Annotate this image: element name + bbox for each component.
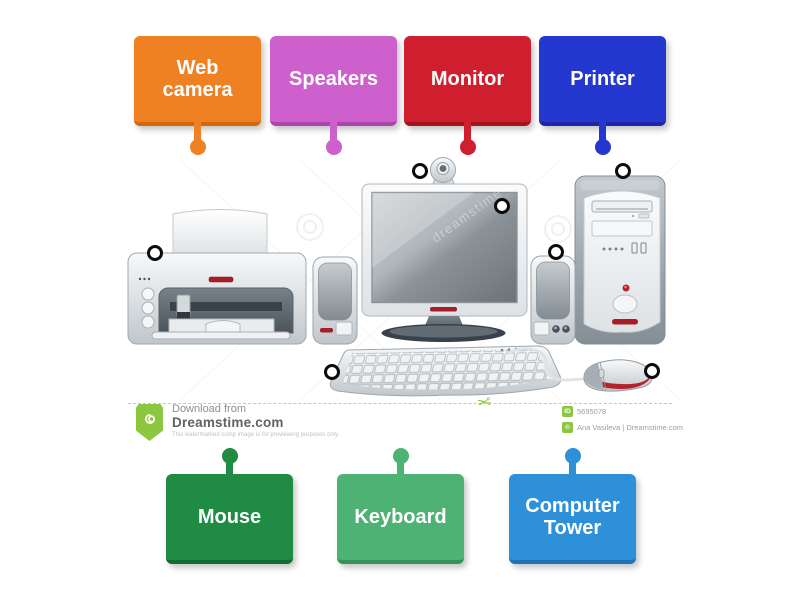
web-camera-graphic xyxy=(430,157,456,187)
label-text: Printer xyxy=(570,67,635,90)
mouse-cable xyxy=(508,347,587,382)
label-text: Keyboard xyxy=(354,505,447,528)
label-web-camera[interactable]: Web camera xyxy=(134,36,261,155)
target-marker-mouse[interactable] xyxy=(644,363,660,379)
printer-graphic xyxy=(127,209,307,345)
label-text: Mouse xyxy=(197,505,262,528)
computer-equipment-illustration: dreamstime xyxy=(127,157,681,401)
monitor-graphic: dreamstime xyxy=(361,157,528,342)
keyboard-graphic xyxy=(329,345,562,397)
label-pin-dot xyxy=(189,139,206,155)
label-text: Web camera xyxy=(162,56,233,101)
watermark-disclaimer-text: This watermarked comp image is for previ… xyxy=(172,432,340,438)
label-printer[interactable]: Printer xyxy=(539,36,666,155)
label-stem xyxy=(569,456,576,476)
label-stem xyxy=(194,122,201,143)
id-chip-icon: ID xyxy=(562,406,573,417)
target-marker-speakers[interactable] xyxy=(548,244,564,260)
credit-text: Ana Vasileva | Dreamstime.com xyxy=(577,423,684,432)
mouse-graphic xyxy=(583,359,653,392)
label-pin-dot xyxy=(221,448,238,464)
label-pin-dot xyxy=(564,448,581,464)
download-from-text: Download from xyxy=(172,403,246,415)
label-keyboard[interactable]: Keyboard xyxy=(337,448,464,564)
label-pin-dot xyxy=(325,139,342,155)
label-stem xyxy=(397,456,404,476)
label-monitor[interactable]: Monitor xyxy=(404,36,531,155)
target-marker-printer[interactable] xyxy=(147,245,163,261)
label-stem xyxy=(226,456,233,476)
label-pin-dot xyxy=(594,139,611,155)
target-marker-keyboard[interactable] xyxy=(324,364,340,380)
dreamstime-logo-icon xyxy=(136,404,163,441)
label-pin-dot xyxy=(459,139,476,155)
label-speakers[interactable]: Speakers xyxy=(270,36,397,155)
label-computer-tower[interactable]: Computer Tower xyxy=(509,448,636,564)
target-marker-computer-tower[interactable] xyxy=(615,163,631,179)
watermark-logo-rings xyxy=(296,213,572,243)
target-marker-web-camera[interactable] xyxy=(412,163,428,179)
label-text: Monitor xyxy=(430,67,505,90)
target-marker-monitor[interactable] xyxy=(494,198,510,214)
computer-tower-graphic xyxy=(574,175,666,345)
image-id-text: 5695078 xyxy=(577,407,607,416)
right-speaker-graphic xyxy=(530,255,576,345)
label-mouse[interactable]: Mouse xyxy=(166,448,293,564)
label-pin-dot xyxy=(392,448,409,464)
image-id-row: ID 5695078 xyxy=(562,406,606,417)
left-speaker-graphic xyxy=(312,256,358,345)
label-stem xyxy=(599,122,606,143)
copyright-chip-icon: © xyxy=(562,422,573,433)
dreamstime-site-text: Dreamstime.com xyxy=(172,415,284,430)
label-stem xyxy=(330,122,337,143)
label-stem xyxy=(464,122,471,143)
cut-line xyxy=(128,403,672,404)
label-text: Computer Tower xyxy=(525,494,620,539)
credit-row: © Ana Vasileva | Dreamstime.com xyxy=(562,422,683,433)
label-text: Speakers xyxy=(289,67,378,90)
